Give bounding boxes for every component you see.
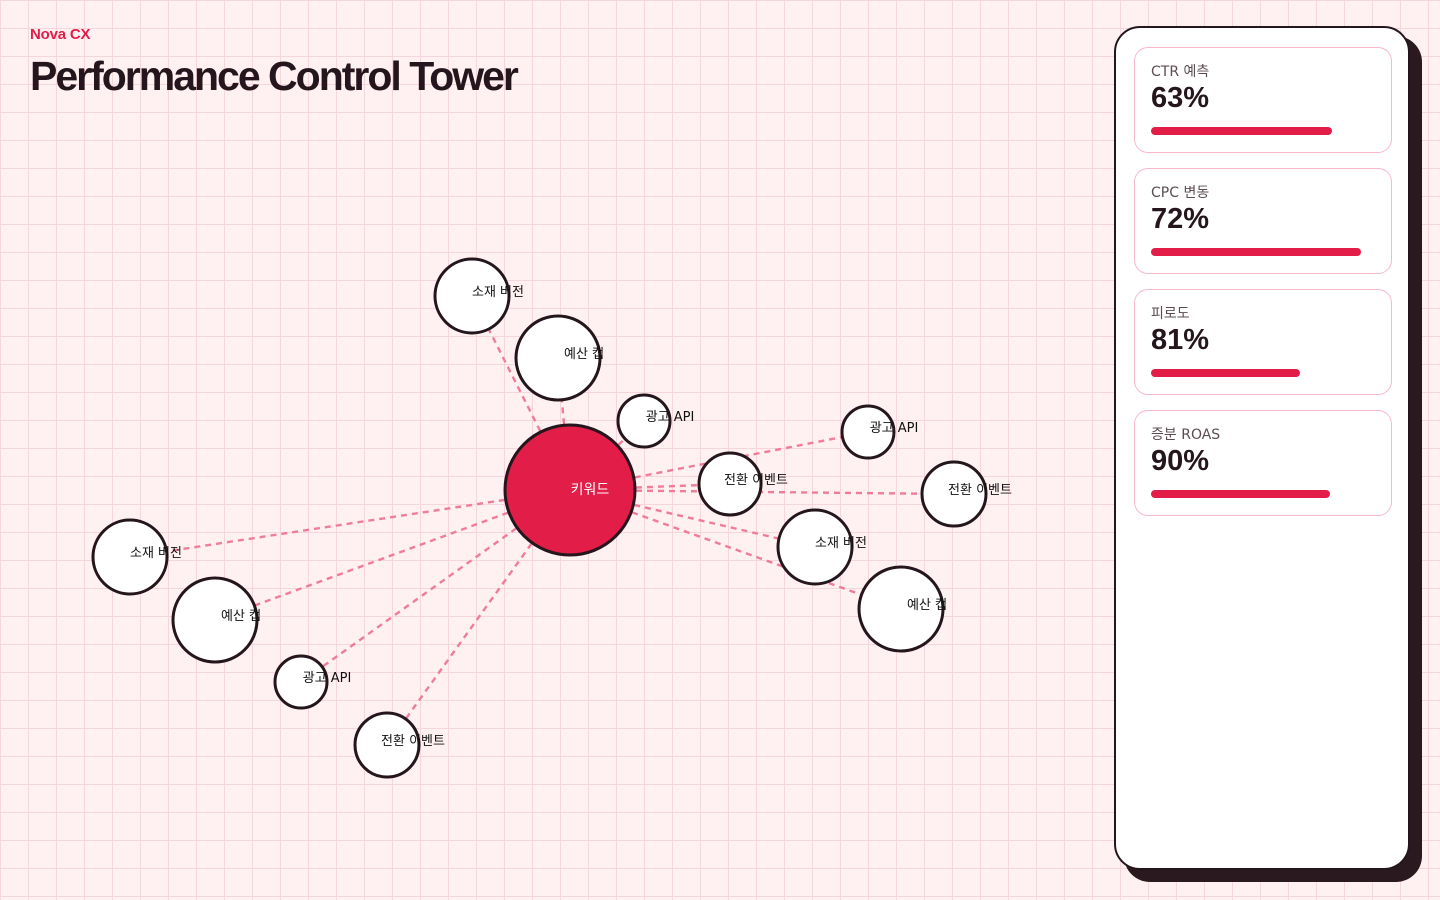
metric-progress-bar [1151,127,1332,135]
graph-edge [129,488,571,559]
metric-label: CTR 예측 [1151,64,1210,80]
hub-node-circle [503,423,637,557]
graph-node-label: 예산 캡 [907,598,947,613]
metric-card-roas: 증분 ROAS 90% [1134,410,1392,516]
graph-node-circle [171,576,259,664]
metrics-panel: CTR 예측 63% CPC 변동 72% 피로도 81% 증분 ROAS 90… [1114,26,1410,870]
graph-node-circle [273,654,329,710]
page-title: Performance Control Tower [30,53,519,99]
graph-node[interactable]: 예산 캡 [171,576,261,664]
graph-node-label: 예산 캡 [564,347,604,362]
graph-node-circle [353,711,421,779]
graph-node-circle [776,508,854,586]
graph-node-label: 소재 버전 [472,285,524,300]
metric-progress-bar [1151,369,1301,377]
metric-progress-track [1151,127,1377,135]
brand-name: Nova CX [30,26,91,43]
graph-node-label: 전환 이벤트 [724,473,788,488]
metric-value: 90% [1151,445,1210,477]
graph-edge [386,489,571,746]
graph-node[interactable]: 전환 이벤트 [697,451,788,517]
graph-node-circle [697,451,763,517]
graph-node[interactable]: 전환 이벤트 [920,460,1012,528]
metric-progress-track [1151,248,1377,256]
graph-node-circle [433,257,511,335]
metric-card-fatigue: 피로도 81% [1134,289,1392,395]
graph-node-label: 소재 버전 [815,536,867,551]
metric-value: 72% [1151,203,1210,235]
metric-card-ctr: CTR 예측 63% [1134,47,1392,153]
metric-value: 81% [1151,324,1210,356]
graph-node[interactable]: 광고 API [273,654,352,710]
metric-progress-bar [1151,490,1330,498]
graph-node-label: 광고 API [870,421,919,436]
graph-node-label: 전환 이벤트 [948,483,1012,498]
graph-edge [214,488,571,622]
graph-node-circle [91,518,169,596]
metric-progress-bar [1151,248,1362,256]
graph-node-circle [616,393,672,449]
graph-node[interactable]: 예산 캡 [857,565,947,653]
graph-node[interactable]: 광고 API [616,393,695,449]
metric-label: 증분 ROAS [1151,427,1221,443]
graph-node[interactable]: 광고 API [840,404,919,460]
graph-node-circle [920,460,988,528]
metric-progress-track [1151,490,1377,498]
graph-node-label: 예산 캡 [221,609,261,624]
graph-node-circle [857,565,945,653]
graph-node[interactable]: 소재 버전 [776,508,867,586]
metric-label: CPC 변동 [1151,185,1210,201]
graph-node[interactable]: 소재 버전 [91,518,182,596]
graph-node-label: 광고 API [303,671,352,686]
metric-card-cpc: CPC 변동 72% [1134,168,1392,274]
hub-node-label: 키워드 [571,482,610,498]
metric-label: 피로도 [1151,306,1190,322]
graph-edge [569,488,816,549]
graph-node-label: 전환 이벤트 [381,734,445,749]
graph-node-circle [840,404,896,460]
graph-node-circle [514,314,602,402]
graph-node[interactable]: 소재 버전 [433,257,524,335]
metric-progress-track [1151,369,1377,377]
graph-node-label: 소재 버전 [130,546,182,561]
graph-node[interactable]: 전환 이벤트 [353,711,445,779]
graph-edge [569,488,955,496]
graph-node[interactable]: 예산 캡 [514,314,604,402]
hub-node[interactable]: 키워드 [503,423,637,557]
metric-value: 63% [1151,82,1210,114]
graph-node-label: 광고 API [646,410,695,425]
